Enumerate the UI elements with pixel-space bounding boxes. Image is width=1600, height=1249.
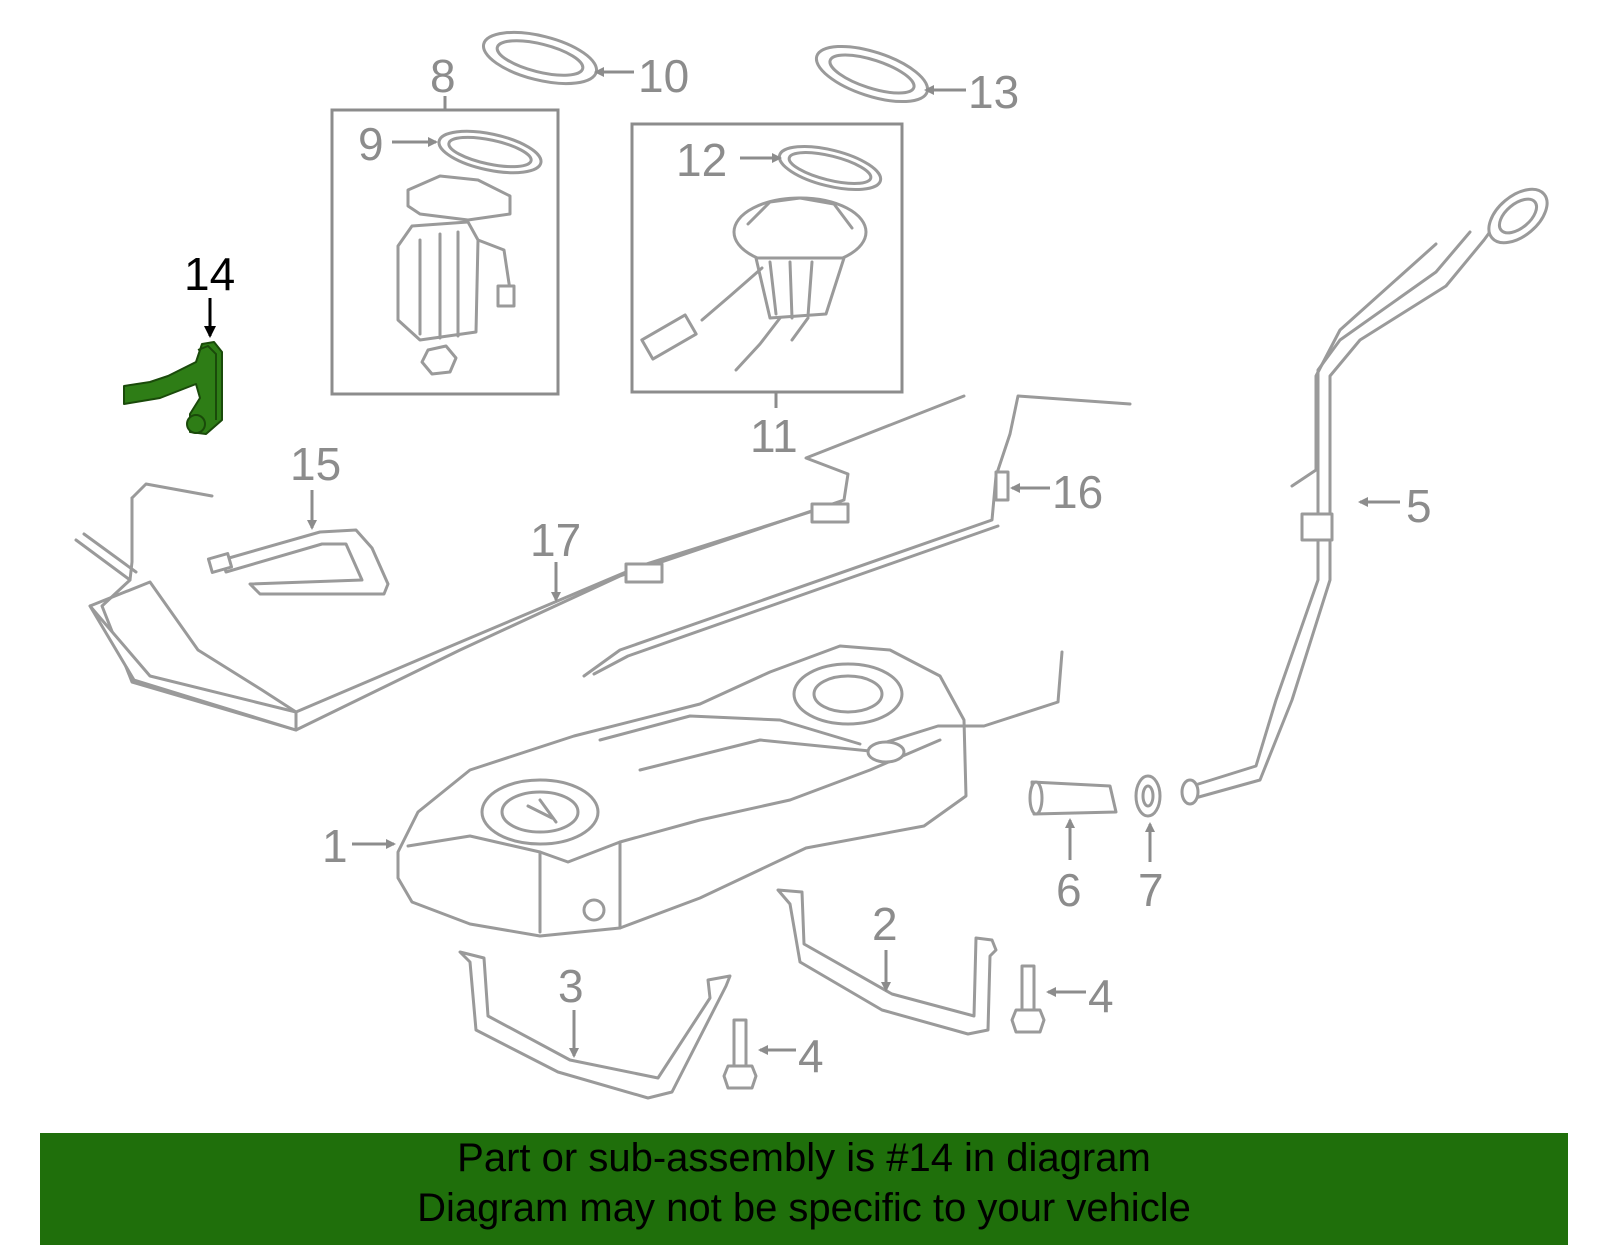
callout-2: 2 — [872, 898, 898, 950]
part-13-lock-ring — [814, 44, 930, 104]
part-1-fuel-tank — [396, 644, 1064, 938]
part-14-highlighted[interactable] — [123, 341, 223, 435]
callout-16: 16 — [1052, 466, 1103, 518]
part-5-filler-neck — [1180, 187, 1549, 806]
callout-13: 13 — [968, 66, 1019, 118]
callout-15: 15 — [290, 438, 341, 490]
part-16-vapor-line — [582, 394, 1132, 678]
callout-4b: 4 — [1088, 970, 1114, 1022]
part-3-tank-strap — [458, 950, 732, 1100]
callout-8: 8 — [430, 50, 456, 102]
callout-6: 6 — [1056, 864, 1082, 916]
part-11-box — [630, 122, 904, 408]
part-17-fuel-lines — [74, 394, 966, 732]
callout-1: 1 — [322, 820, 348, 872]
banner-line-1: Part or sub-assembly is #14 in diagram — [457, 1136, 1151, 1180]
part-4-bolt-right — [1010, 964, 1046, 1034]
callout-17: 17 — [530, 514, 581, 566]
banner-line-2: Diagram may not be specific to your vehi… — [417, 1186, 1191, 1230]
part-4-bolt-left — [722, 1018, 758, 1090]
callout-7: 7 — [1138, 864, 1164, 916]
part-7-grommet — [1134, 774, 1162, 818]
part-10-lock-ring — [481, 30, 599, 86]
info-banner: Part or sub-assembly is #14 in diagram D… — [40, 1133, 1568, 1245]
callout-9: 9 — [358, 118, 384, 170]
callout-12: 12 — [676, 134, 727, 186]
part-6-hose — [1028, 780, 1118, 816]
callout-5: 5 — [1406, 480, 1432, 532]
part-2-tank-strap — [776, 888, 998, 1036]
callout-3: 3 — [558, 960, 584, 1012]
part-8-box — [330, 96, 560, 396]
part-15-hose — [206, 528, 390, 596]
callout-4a: 4 — [798, 1030, 824, 1082]
callout-14: 14 — [184, 248, 235, 300]
callout-10: 10 — [638, 50, 689, 102]
callout-11: 11 — [750, 410, 798, 462]
